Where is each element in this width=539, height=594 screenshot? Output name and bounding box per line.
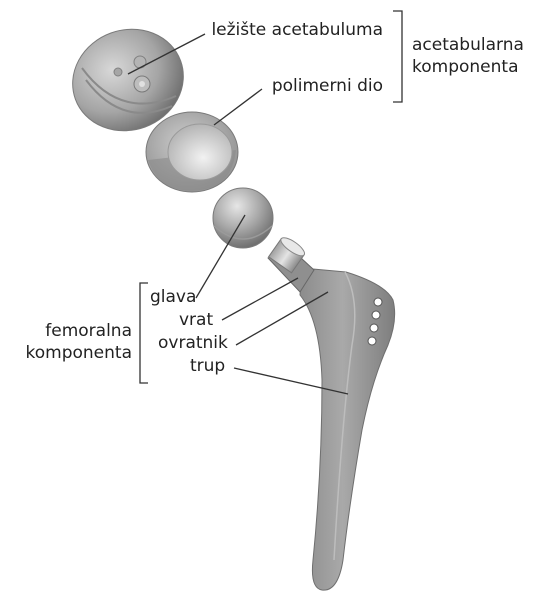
label-neck: vrat — [179, 310, 213, 330]
label-stem: trup — [190, 356, 225, 376]
label-head: glava — [150, 287, 196, 307]
bracket-femoral — [140, 283, 148, 383]
label-femoral-group-1: femoralna — [0, 321, 132, 341]
label-polymer: polimerni dio — [240, 76, 383, 96]
polymer-liner — [146, 112, 238, 192]
label-liner-shell: ležište acetabuluma — [198, 20, 383, 40]
label-femoral-group-2: komponenta — [0, 343, 132, 363]
leader-neck — [222, 278, 298, 320]
label-acetabular-group-1: acetabularna — [412, 35, 524, 55]
label-acetabular-group-2: komponenta — [412, 57, 518, 77]
bracket-acetabular — [393, 11, 402, 102]
femoral-stem — [268, 235, 395, 590]
label-collar: ovratnik — [158, 333, 228, 353]
